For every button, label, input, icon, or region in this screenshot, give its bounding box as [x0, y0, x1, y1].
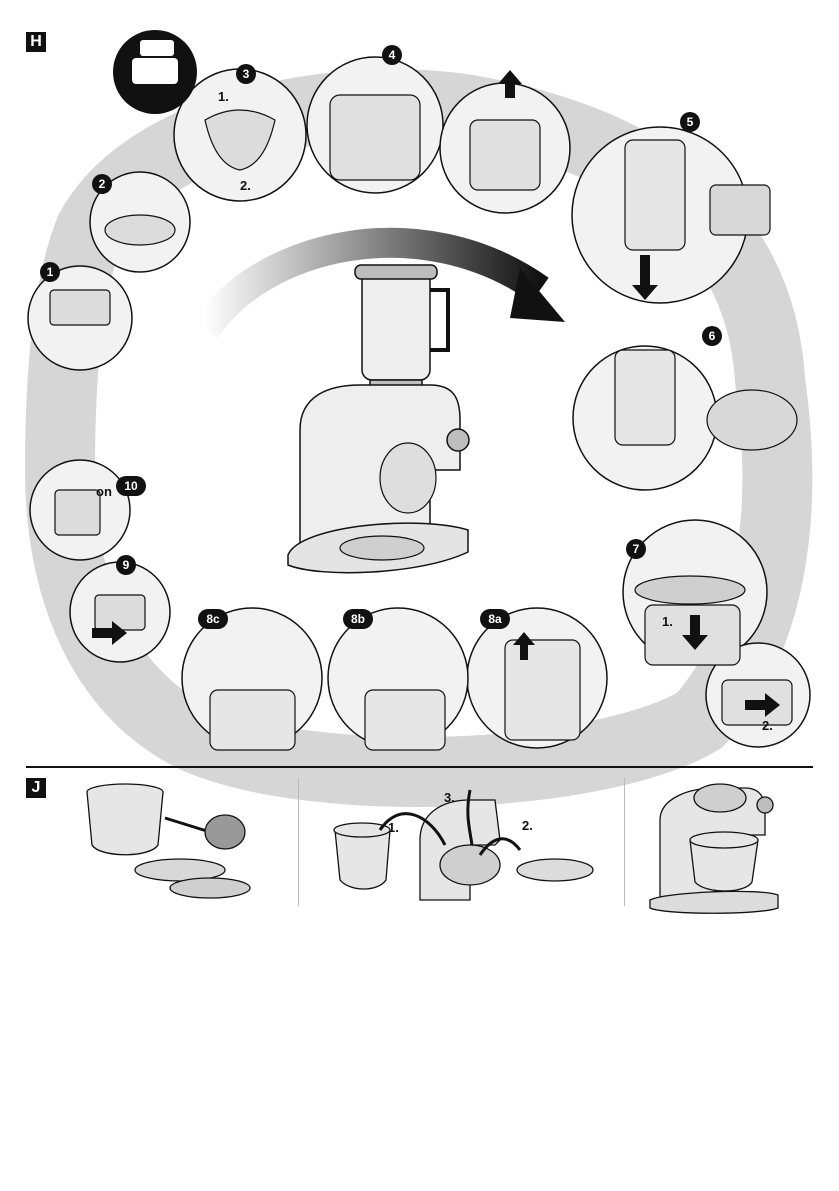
j-panel-2-assembly: [334, 790, 593, 900]
j-panel-1-bowl-accessories: [87, 784, 250, 898]
svg-text:6: 6: [709, 329, 716, 343]
svg-text:5: 5: [687, 115, 694, 129]
j-panel-2-callout-3: 3.: [444, 790, 455, 805]
j-panel-2-callout-1: 1.: [388, 820, 399, 835]
step-badge-1: 1: [40, 262, 60, 282]
safety-pictogram-icon: [113, 30, 197, 114]
step-badge-8b: 8b: [343, 609, 373, 629]
step-badge-8a: 8a: [480, 609, 510, 629]
svg-text:3: 3: [243, 67, 250, 81]
step-badge-8c: 8c: [198, 609, 228, 629]
step-badge-5: 5: [680, 112, 700, 132]
svg-text:8c: 8c: [206, 612, 220, 626]
step-badge-6: 6: [702, 326, 722, 346]
svg-text:9: 9: [123, 558, 130, 572]
svg-text:7: 7: [633, 542, 640, 556]
svg-text:8b: 8b: [351, 612, 365, 626]
step-badge-10: 10: [116, 476, 146, 496]
svg-text:10: 10: [124, 479, 138, 493]
svg-text:2: 2: [99, 177, 106, 191]
j-panel-2-callout-2: 2.: [522, 818, 533, 833]
central-appliance: [288, 265, 469, 573]
step-3-callout-1: 1.: [218, 89, 229, 104]
step-badge-9: 9: [116, 555, 136, 575]
step-badge-2: 2: [92, 174, 112, 194]
svg-text:8a: 8a: [488, 612, 502, 626]
step-badge-4: 4: [382, 45, 402, 65]
section-j-illustration: 1. 2. 3.: [0, 770, 839, 930]
step-badge-3: 3: [236, 64, 256, 84]
svg-text:1: 1: [47, 265, 54, 279]
j-panel-3-assembled-machine: [650, 784, 778, 913]
step-10-callout-on: on: [96, 484, 112, 499]
svg-text:4: 4: [389, 48, 396, 62]
step-3-callout-2: 2.: [240, 178, 251, 193]
step-7-callout-1: 1.: [662, 614, 673, 629]
section-divider: [26, 766, 813, 768]
step-7-callout-2: 2.: [762, 718, 773, 733]
step-badge-7: 7: [626, 539, 646, 559]
